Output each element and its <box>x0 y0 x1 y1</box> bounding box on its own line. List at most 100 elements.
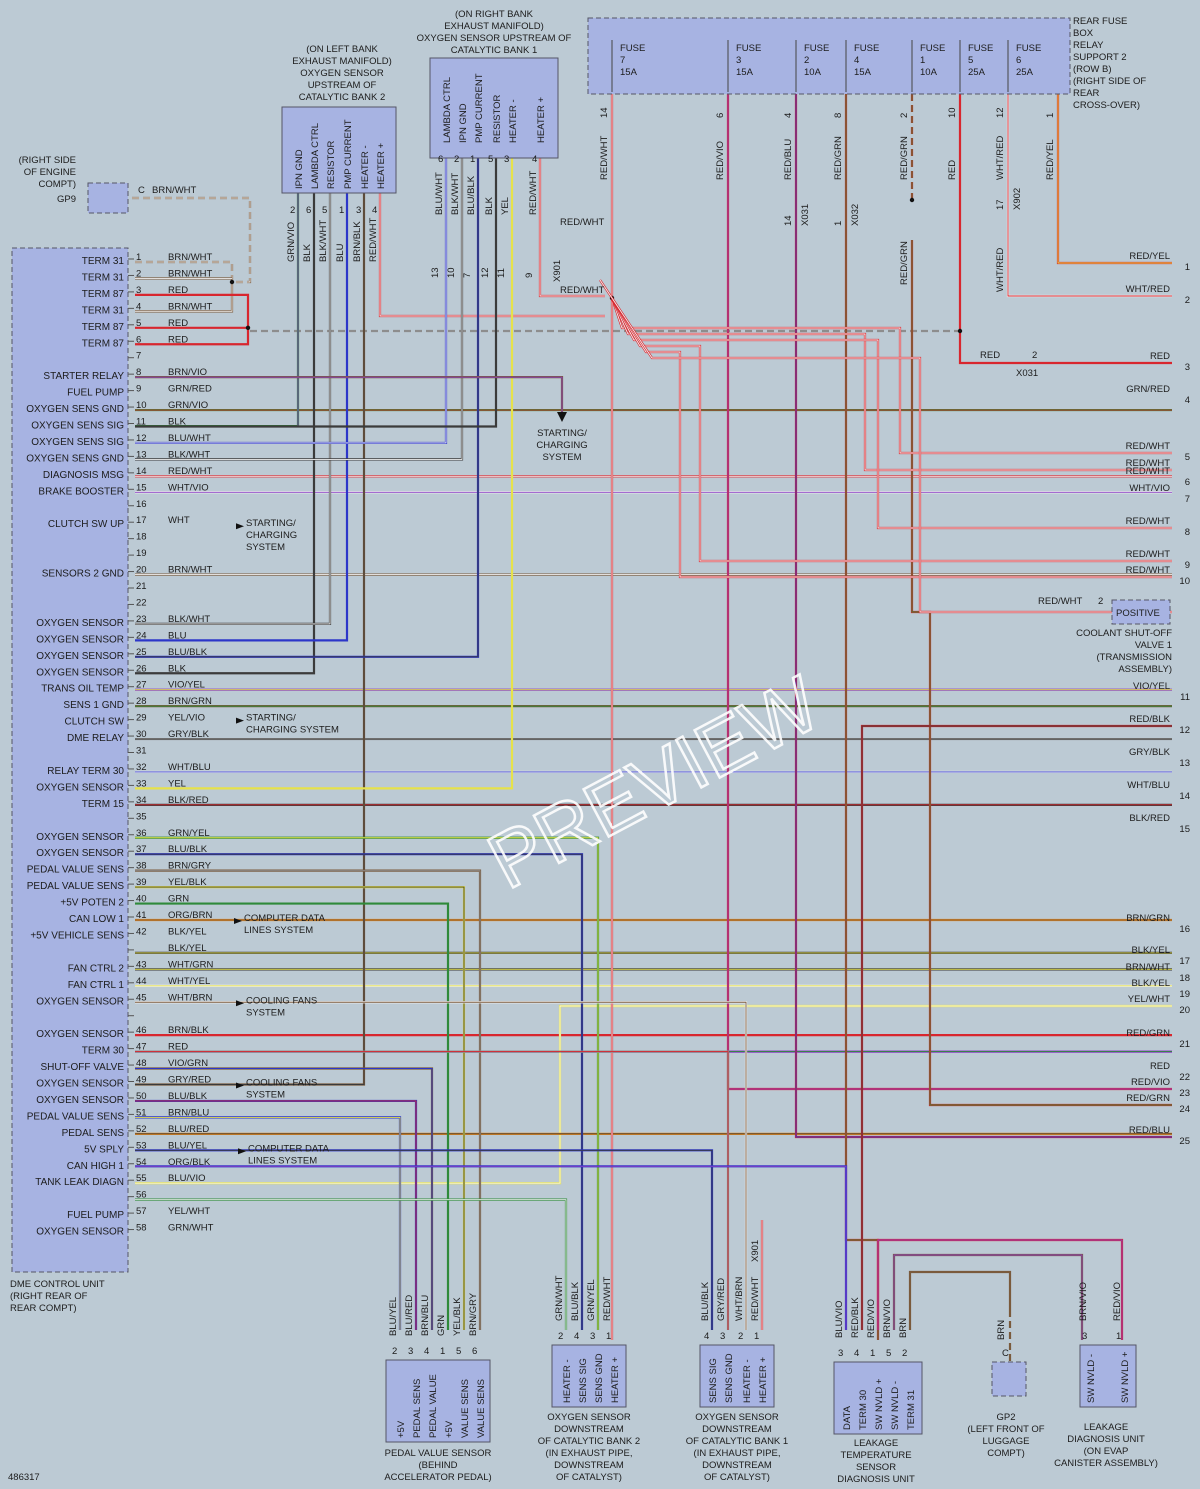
x031-pin: 2 <box>1032 350 1037 361</box>
o2-right-wire: RED/WHT <box>528 170 539 215</box>
o2-left-wire: BLU <box>335 243 346 262</box>
wire-lt-term30-stripe <box>861 725 1172 1330</box>
dme-pin-number: 42 <box>136 926 147 937</box>
wire-label: RED/WHT <box>560 217 605 228</box>
dme-wire-color: BLU/WHT <box>168 433 211 444</box>
wire-term87 <box>135 293 250 346</box>
o2-left-wire: BRN/BLK <box>352 221 363 262</box>
o2-down1-pin-label: SENS SIG <box>708 1358 719 1403</box>
dme-wire-color: BRN/GRY <box>168 861 212 872</box>
dme-pin-number: 17 <box>136 515 147 526</box>
o2-down1-pin-number: 3 <box>720 1331 725 1342</box>
ref-arrow <box>236 1082 244 1089</box>
wire-starter-stripe <box>135 376 563 418</box>
o2-right-pin-number: 6 <box>438 154 443 165</box>
o2-left-title: UPSTREAM OF <box>308 80 377 91</box>
coolant-valve-box <box>1111 599 1171 625</box>
right-wire-number: 23 <box>1179 1088 1190 1099</box>
coolant-pin: 2 <box>1098 596 1103 607</box>
dme-pin-number: 47 <box>136 1042 147 1053</box>
dme-pin-number: 38 <box>136 861 147 872</box>
right-wire-number: 14 <box>1179 791 1190 802</box>
o2-down2-title: DOWNSTREAM <box>554 1424 624 1435</box>
pedal-sensor-title: ACCELERATOR PEDAL) <box>384 1472 491 1483</box>
fuse-number: 1 <box>920 55 925 66</box>
o2-down2-pin-label: SENS SIG <box>578 1358 589 1403</box>
o2-right-pin-number: 5 <box>488 154 493 165</box>
dme-pin-number: 28 <box>136 696 147 707</box>
dme-pin-number: 7 <box>136 351 141 362</box>
dme-pin-number: 40 <box>136 894 147 905</box>
x901-pin: 13 <box>430 267 441 278</box>
gp2-location: (LEFT FRONT OF <box>967 1424 1044 1435</box>
x031-label: X031 <box>1016 368 1038 379</box>
ref-starting: SYSTEM <box>246 542 285 553</box>
dme-wire-color: GRN/RED <box>168 384 212 395</box>
o2-left-title: OXYGEN SENSOR <box>300 68 384 79</box>
right-wire-color: RED/VIO <box>1131 1077 1170 1088</box>
fuse-label: FUSE <box>920 43 945 54</box>
leak-temp-sensor-pin-number: 1 <box>870 1348 875 1359</box>
wire-o2r-heatplus-stripe <box>539 158 605 297</box>
wire-fuel-pump-2-stripe <box>135 1005 1172 1184</box>
dme-wire-color: BLU/BLK <box>168 1091 208 1102</box>
dme-pin-number: 52 <box>136 1124 147 1135</box>
right-wire-color: RED/GRN <box>1126 1028 1170 1039</box>
o2-right-wire: BLU/BLK <box>466 175 477 215</box>
fuse-wire: RED/YEL <box>1045 139 1056 180</box>
dme-pin-label: SENSORS 2 GND <box>42 569 124 580</box>
gp2-location: COMPT) <box>987 1448 1024 1459</box>
dme-location: (RIGHT REAR OF <box>10 1291 88 1302</box>
right-wire-color: BLK/RED <box>1129 813 1170 824</box>
fusebox-title: (ROW B) <box>1073 64 1112 75</box>
fuse-amperage: 10A <box>804 67 822 78</box>
right-wire-number: 7 <box>1185 494 1190 505</box>
dme-pin-number: 29 <box>136 713 147 724</box>
fuse-pin: 4 <box>783 113 794 118</box>
dme-pin-label: SENS 1 GND <box>63 700 124 711</box>
dme-pin-label: OXYGEN SENSOR <box>36 1095 124 1106</box>
gp2-wire: BRN <box>996 1320 1007 1340</box>
leak-diag-unit-wire: RED/VIO <box>1112 1282 1123 1321</box>
gp2-box <box>991 1361 1027 1397</box>
o2-right-pin-number: 4 <box>532 154 537 165</box>
ref-starting: CHARGING <box>246 530 297 541</box>
right-wire-number: 10 <box>1179 576 1190 587</box>
right-wire-color: RED/WHT <box>1126 565 1171 576</box>
pedal-sensor-pin-number: 1 <box>440 1346 445 1357</box>
dme-pin-label: PEDAL VALUE SENS <box>27 881 125 892</box>
gp2-pin: C <box>1002 1348 1009 1359</box>
o2-right-pin-label: HEATER + <box>536 97 547 143</box>
fuse-amperage: 15A <box>620 67 638 78</box>
gp9-name: GP9 <box>57 194 76 205</box>
leak-temp-sensor-pin-number: 5 <box>886 1348 891 1359</box>
leak-temp-sensor-wire: RED/VIO <box>866 1299 877 1338</box>
dme-pin-number: 1 <box>136 252 141 263</box>
dme-pin-label: OXYGEN SENS GND <box>26 453 124 464</box>
wire-lt-data-stripe <box>135 1165 847 1330</box>
dme-location: REAR COMPT) <box>10 1303 77 1314</box>
pedal-sensor-wire: BRN/GRY <box>468 1292 479 1336</box>
wire-o2l-pmp <box>135 193 349 642</box>
dme-pin-label: TERM 87 <box>82 338 125 349</box>
leak-temp-sensor-title: SENSOR <box>856 1462 896 1473</box>
dme-pin-label: OXYGEN SENS SIG <box>31 421 124 432</box>
leak-diag-unit-pin-number: 3 <box>1082 1331 1087 1342</box>
dme-pin-number: 13 <box>136 449 147 460</box>
dme-pin-number: 32 <box>136 762 147 773</box>
dme-pin-number: 46 <box>136 1025 147 1036</box>
dme-wire-color: BRN/VIO <box>168 367 207 378</box>
wire-redwht-splice-stripe <box>611 297 1172 471</box>
o2-right-title: CATALYTIC BANK 1 <box>451 45 538 56</box>
o2-down2-wire: RED/WHT <box>602 1276 613 1321</box>
fuse-amperage: 25A <box>968 67 986 78</box>
o2-right-wire: BLK <box>484 196 495 215</box>
fuse-amperage: 10A <box>920 67 938 78</box>
leak-temp-sensor-wire: RED/BLK <box>850 1297 861 1338</box>
wire-pedal-5v-stripe <box>135 1116 401 1330</box>
dme-wire-color: BLK/RED <box>168 795 209 806</box>
o2-right-pin-number: 2 <box>454 154 459 165</box>
right-wire-color: WHT/BLU <box>1127 780 1170 791</box>
dme-pin-number: 3 <box>136 285 141 296</box>
wire-label: RED <box>980 350 1000 361</box>
